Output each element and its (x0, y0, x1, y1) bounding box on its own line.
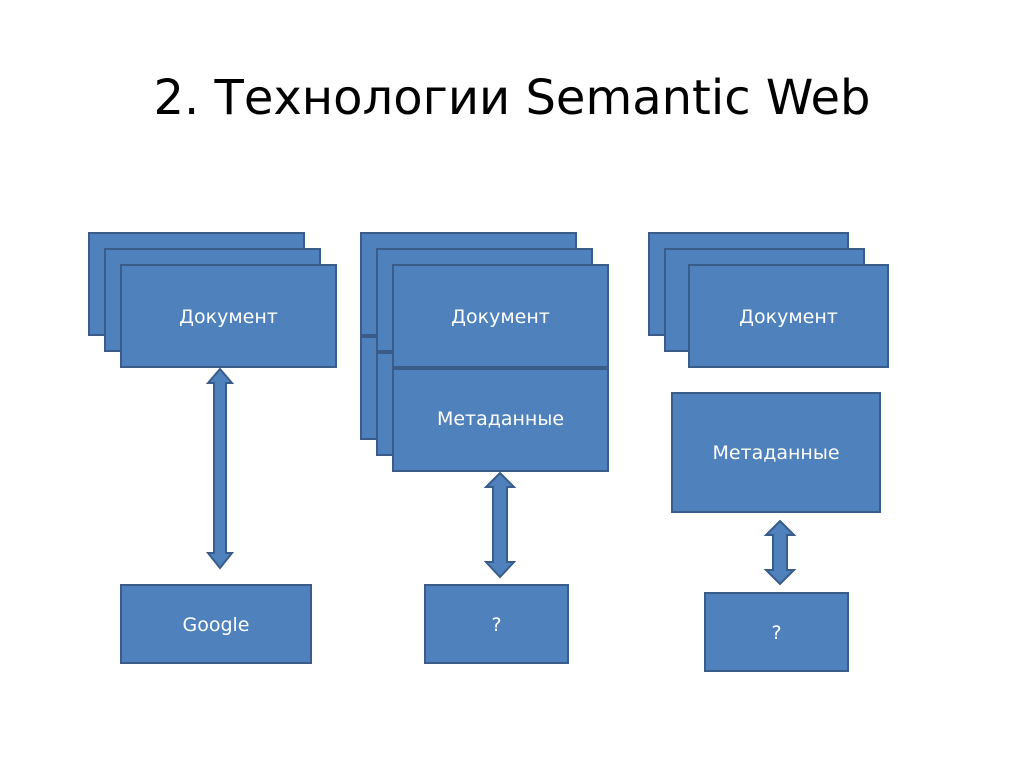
document-box: Документ (688, 264, 889, 368)
slide-title: 2. Технологии Semantic Web (153, 70, 871, 126)
double-arrow-metadata-unknown-separate (763, 519, 797, 586)
unknown-target-box: ? (704, 592, 849, 672)
metadata-label: Метаданные (436, 408, 565, 430)
unknown-target-label: ? (491, 614, 502, 636)
document-label: Документ (179, 306, 278, 328)
double-arrow-document-google (205, 367, 235, 570)
metadata-box: Метаданные (392, 368, 609, 472)
unknown-target-label: ? (771, 622, 782, 644)
document-label: Документ (451, 306, 550, 328)
metadata-label: Метаданные (712, 442, 840, 464)
document-box: Документ (120, 264, 337, 368)
metadata-box: Метаданные (671, 392, 881, 513)
document-label: Документ (739, 306, 838, 328)
google-box: Google (120, 584, 312, 664)
document-box: Документ (392, 264, 609, 368)
double-arrow-metadata-unknown (483, 471, 517, 579)
google-label: Google (182, 614, 250, 636)
unknown-target-box: ? (424, 584, 569, 664)
